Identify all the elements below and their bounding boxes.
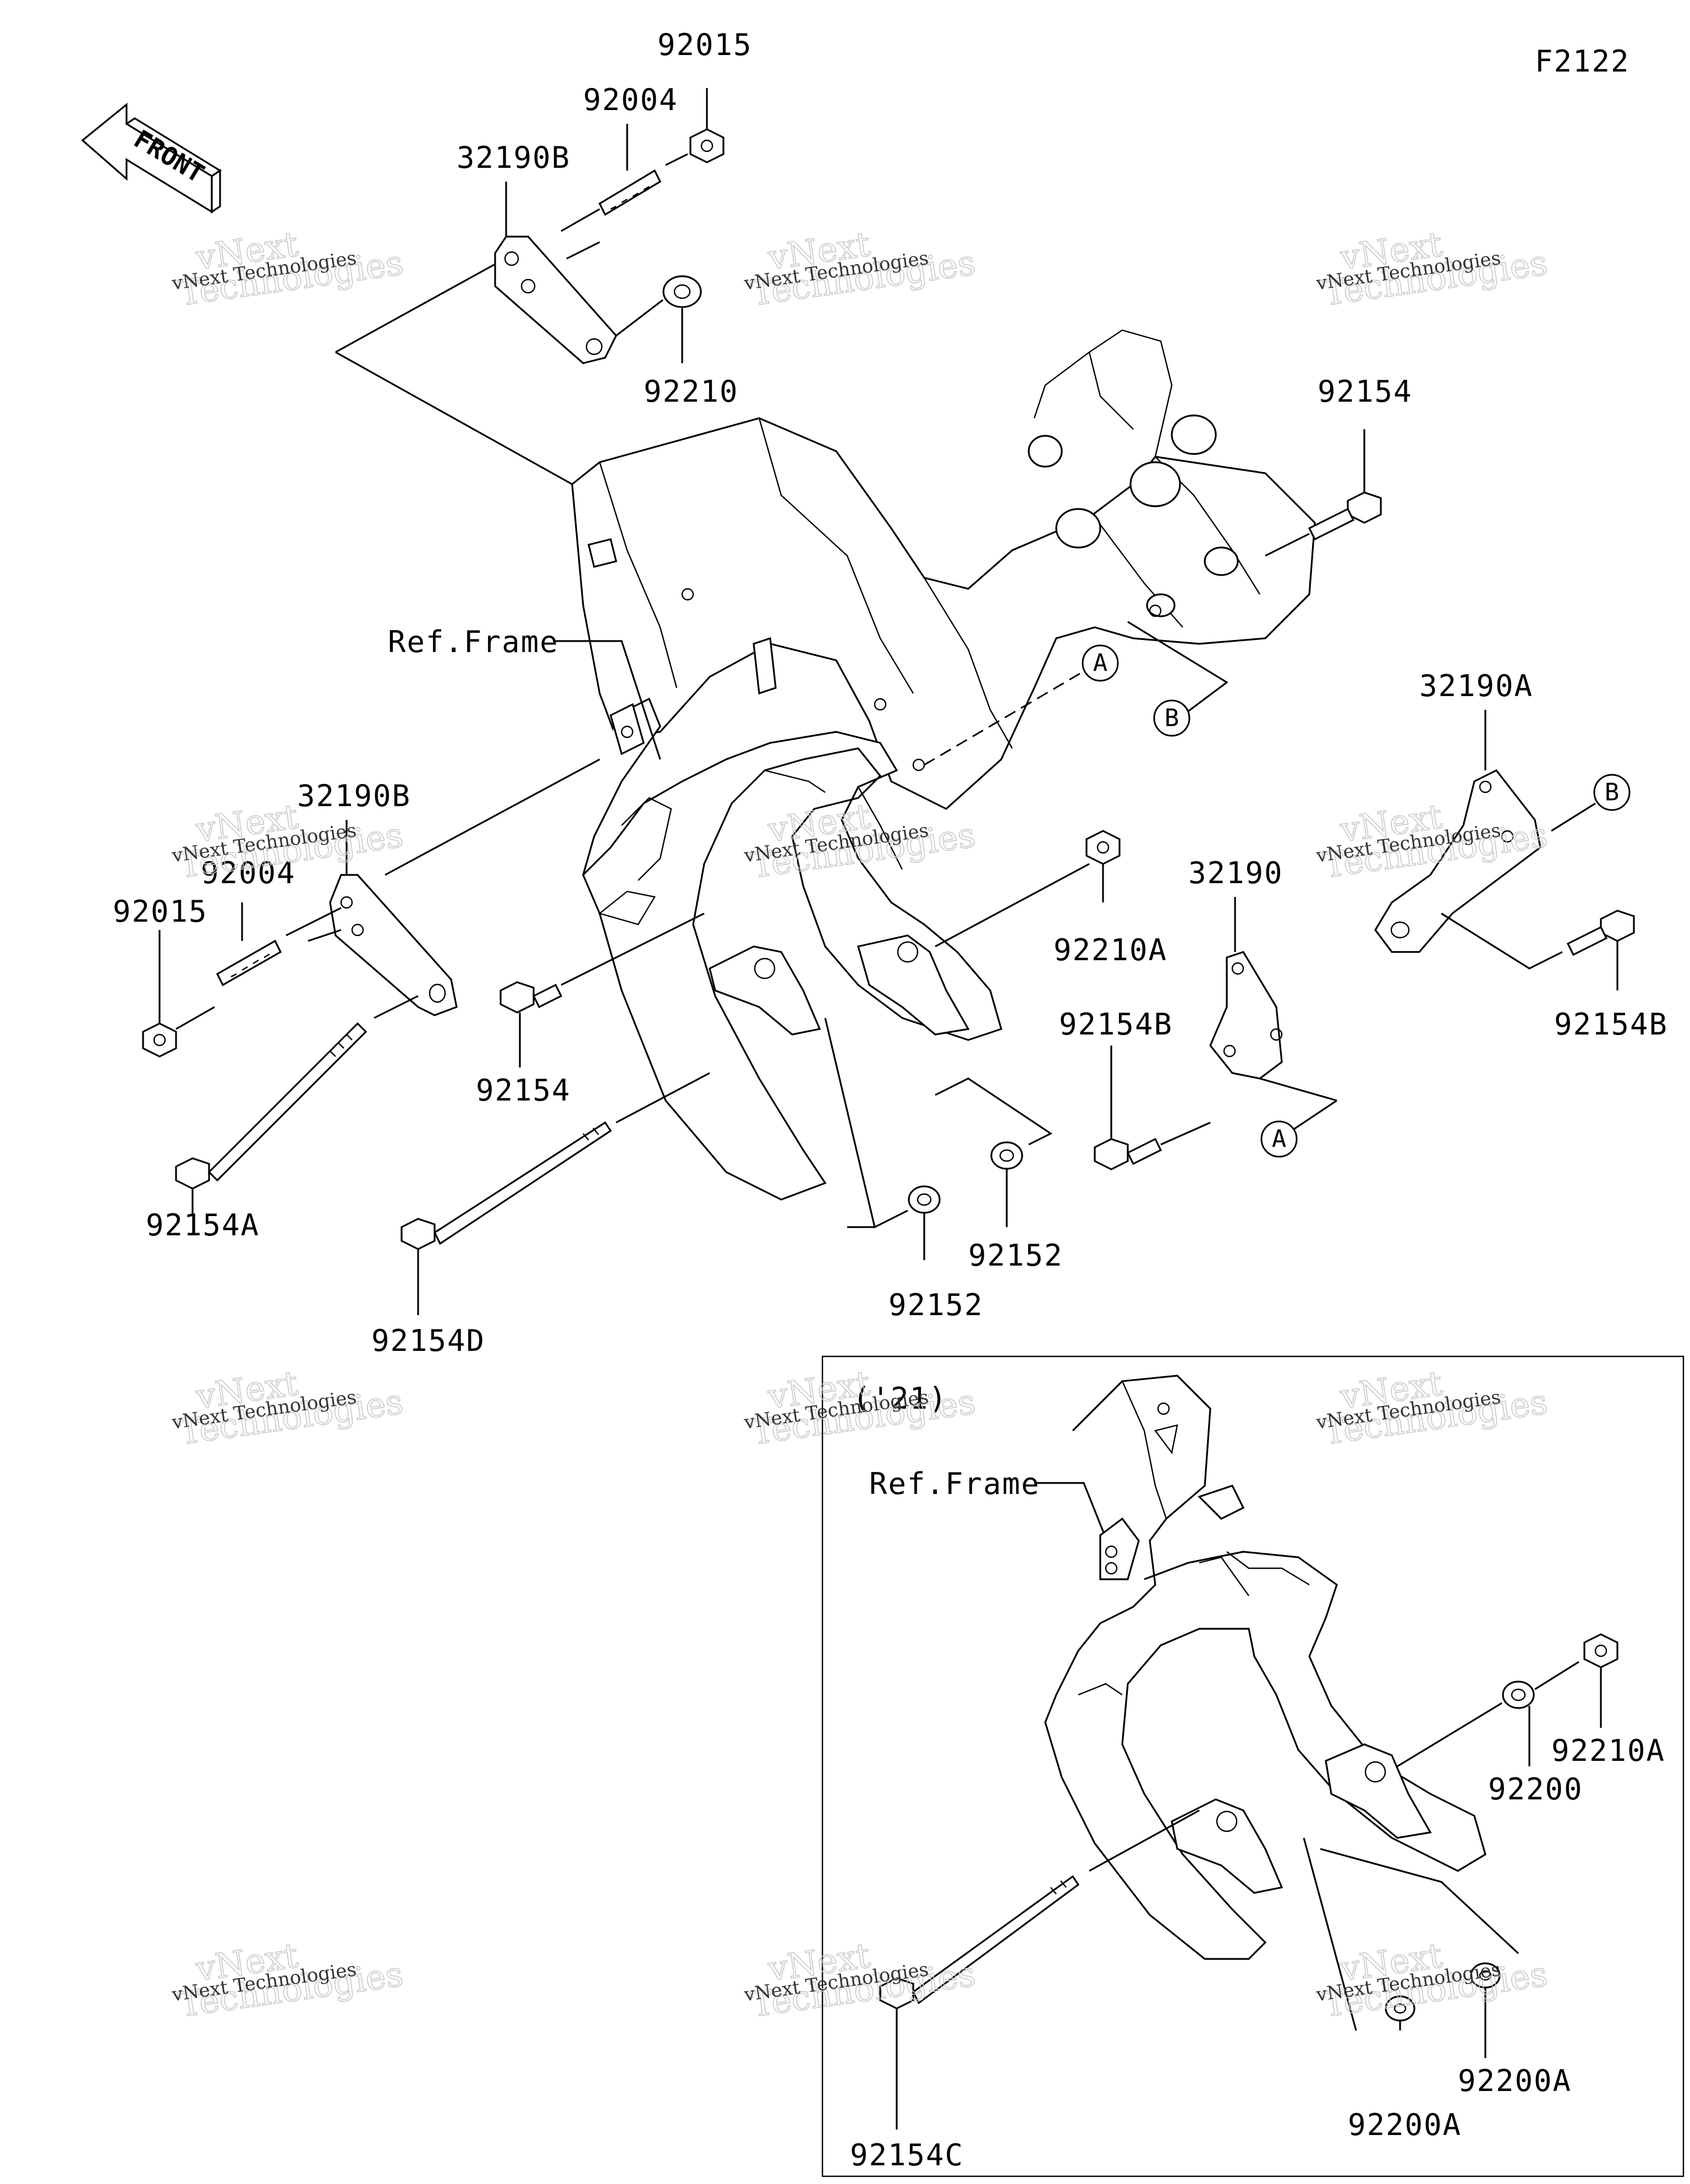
watermark-9: vNext Technologies vNext Technologies — [1314, 1362, 1550, 1453]
bolt-92154b-mid — [1094, 1137, 1162, 1170]
ref-frame-label-top: Ref.Frame — [388, 625, 559, 659]
label-32190a: 32190A — [1419, 669, 1533, 703]
callout-b-top — [1153, 699, 1190, 737]
leader-a — [924, 670, 1084, 766]
label-92004-top: 92004 — [583, 83, 678, 117]
bolt-92154c — [879, 1875, 1080, 2010]
callout-b-top-label: B — [1165, 704, 1179, 732]
label-92200a-mid: 92200A — [1348, 2108, 1462, 2142]
label-92015-top: 92015 — [657, 28, 753, 62]
label-32190b-top: 32190B — [457, 140, 570, 175]
callout-b-right — [1593, 774, 1631, 811]
leader-b — [1127, 621, 1228, 716]
bolt-92154-mid — [500, 981, 563, 1014]
inset-box — [821, 1355, 1684, 2177]
watermark-3: vNext Technologies vNext Technologies — [1314, 223, 1550, 314]
label-92200-inset: 92200 — [1488, 1772, 1583, 1807]
label-92154-top: 92154 — [1318, 374, 1413, 409]
washer-92152-a — [990, 1141, 1023, 1170]
bolt-92154-top — [1308, 491, 1382, 541]
label-92200a-right: 92200A — [1458, 2063, 1572, 2098]
watermark-2: vNext Technologies vNext Technologies — [742, 223, 978, 314]
callout-a-bottom-label: A — [1272, 1125, 1287, 1153]
nut-92015-top — [689, 128, 725, 163]
label-92210a-inset: 92210A — [1551, 1733, 1665, 1768]
bracket-32190b-top — [494, 236, 617, 364]
stud-92004-top — [598, 169, 662, 216]
ref-frame-label-inset: Ref.Frame — [869, 1466, 1040, 1501]
bracket-32190b-left — [329, 874, 458, 1016]
label-92004-left: 92004 — [201, 856, 296, 890]
stud-92004-left — [216, 939, 282, 987]
callout-b-right-label: B — [1605, 779, 1620, 807]
watermark-12: vNext Technologies vNext Technologies — [1314, 1935, 1550, 2026]
label-92152-b: 92152 — [888, 1288, 984, 1322]
watermark-11: vNext Technologies vNext Technologies — [742, 1935, 978, 2026]
label-92154a: 92154A — [146, 1208, 260, 1242]
label-92154-mid: 92154 — [476, 1073, 571, 1108]
label-92154b-right: 92154B — [1554, 1007, 1668, 1042]
washer-92210-top — [662, 275, 702, 308]
watermark-7: vNext Technologies vNext Technologies — [170, 1362, 406, 1453]
label-32190b-left: 32190B — [297, 779, 411, 813]
front-arrow-icon: FRONT — [81, 102, 222, 214]
bracket-32190 — [1209, 951, 1283, 1080]
bolt-92154b-right — [1566, 910, 1635, 956]
watermark-8: vNext Technologies vNext Technologies — [742, 1362, 978, 1453]
watermark-1: vNext Technologies vNext Technologies — [170, 223, 406, 314]
figure-code: F2122 — [1535, 44, 1630, 79]
label-32190: 32190 — [1188, 856, 1283, 890]
label-92152-a: 92152 — [968, 1238, 1063, 1273]
washer-92152-b — [908, 1185, 941, 1214]
inset-label: ('21) — [853, 1381, 948, 1416]
label-92154c: 92154C — [850, 2138, 964, 2172]
label-92210a-top: 92210A — [1053, 933, 1167, 967]
inset-frame-drawing — [1044, 1375, 1486, 1960]
label-92015-left: 92015 — [113, 894, 208, 929]
nut-92210a-top — [1085, 830, 1121, 865]
callout-a-top-label: A — [1093, 649, 1108, 677]
bracket-32190a — [1374, 769, 1541, 953]
bolt-92154a — [175, 1022, 367, 1190]
callout-a-bottom — [1260, 1120, 1298, 1158]
bolt-92154d — [400, 1121, 612, 1250]
nut-92015-left — [142, 1022, 177, 1058]
label-92154b-mid: 92154B — [1059, 1007, 1173, 1042]
main-frame-drawing — [571, 329, 1316, 1201]
watermark-10: vNext Technologies vNext Technologies — [170, 1935, 406, 2026]
washer-92200-inset — [1502, 1681, 1535, 1709]
label-92210-top: 92210 — [644, 374, 739, 409]
label-92154d: 92154D — [371, 1323, 485, 1358]
callout-a-top — [1082, 644, 1119, 682]
nut-92210a-inset — [1583, 1633, 1618, 1668]
